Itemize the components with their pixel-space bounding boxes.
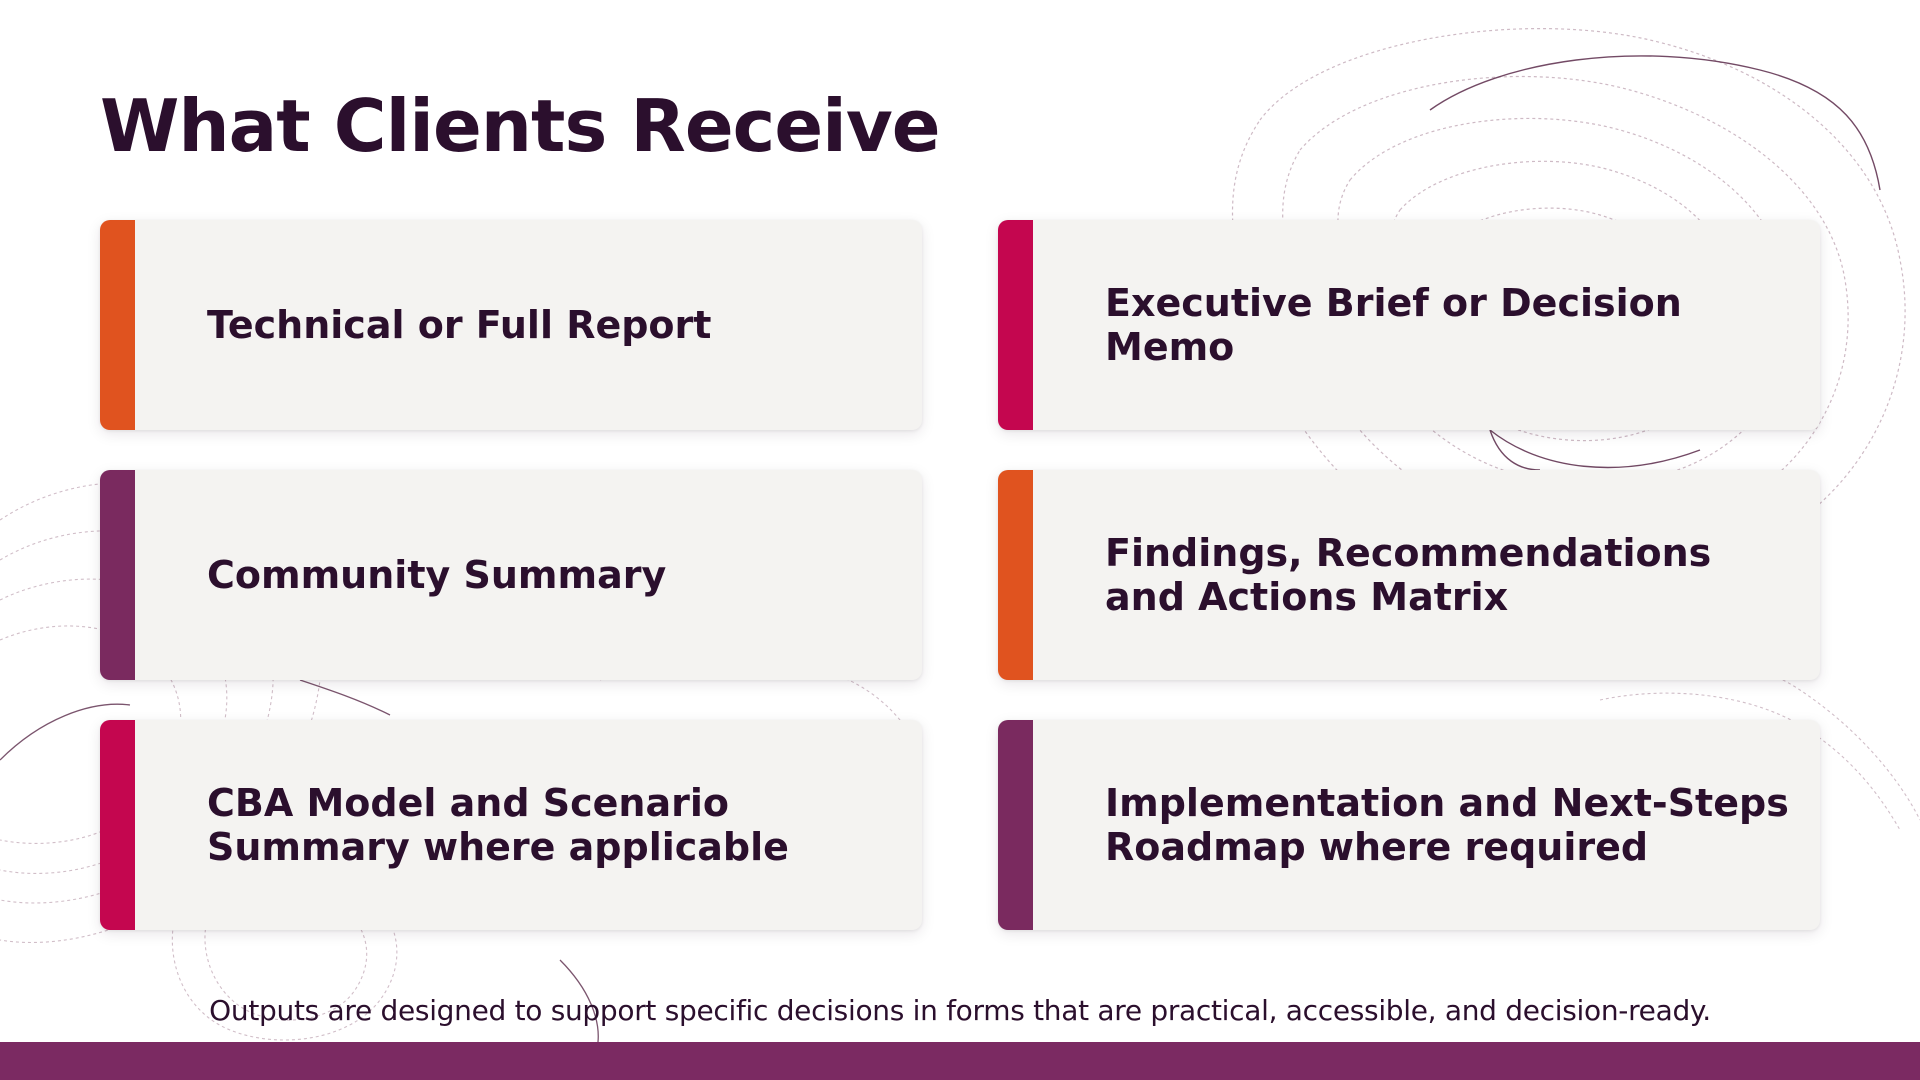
deliverable-card-implementation-roadmap: Implementation and Next-Steps Roadmap wh… [998,720,1820,930]
deliverable-card-community-summary: Community Summary [100,470,922,680]
card-accent-bar [998,470,1033,680]
deliverable-card-executive-brief: Executive Brief or Decision Memo [998,220,1820,430]
deliverable-card-cba-model: CBA Model and Scenario Summary where app… [100,720,922,930]
bottom-accent-bar [0,1042,1920,1080]
card-accent-bar [100,470,135,680]
card-label: Implementation and Next-Steps Roadmap wh… [1105,781,1789,869]
card-label: Community Summary [207,553,667,597]
card-label: Technical or Full Report [207,303,712,347]
card-accent-bar [100,720,135,930]
footer-note: Outputs are designed to support specific… [209,994,1711,1027]
card-accent-bar [100,220,135,430]
deliverable-card-findings-matrix: Findings, Recommendations and Actions Ma… [998,470,1820,680]
card-label: Findings, Recommendations and Actions Ma… [1105,531,1712,619]
deliverable-card-technical-report: Technical or Full Report [100,220,922,430]
card-label: Executive Brief or Decision Memo [1105,281,1682,369]
page-title: What Clients Receive [100,84,941,168]
card-accent-bar [998,220,1033,430]
deliverables-grid: Technical or Full Report Executive Brief… [100,220,1820,930]
card-label: CBA Model and Scenario Summary where app… [207,781,789,869]
card-accent-bar [998,720,1033,930]
